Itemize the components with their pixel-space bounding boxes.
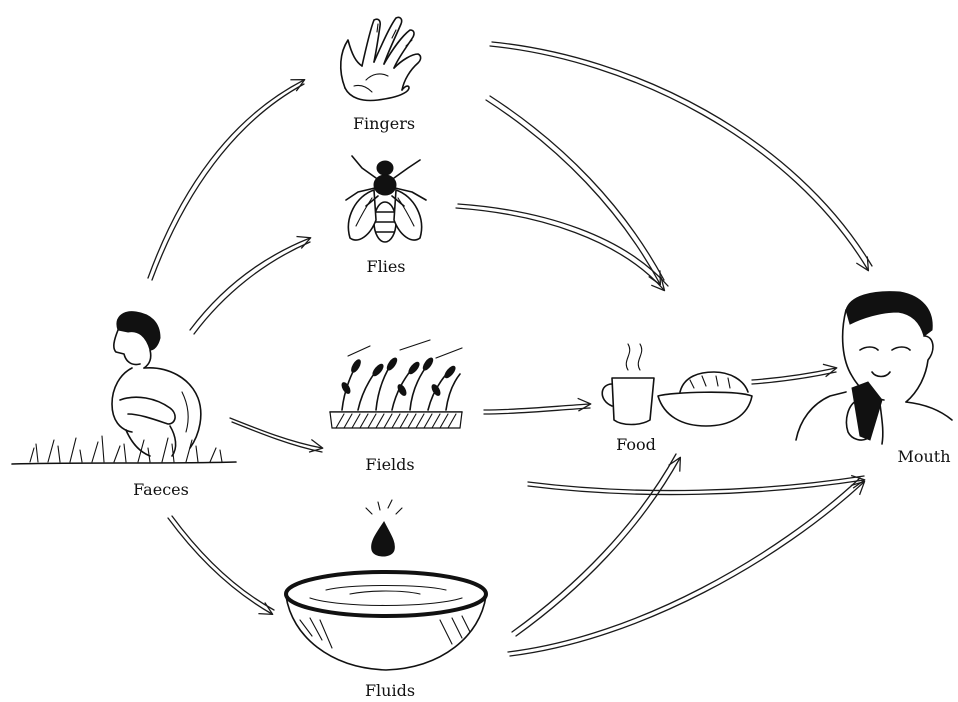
cup-icon: [601, 343, 655, 426]
bread-bowl-icon: [657, 371, 753, 427]
label-fluids: Fluids: [364, 681, 416, 700]
arrow-faeces-to-flies: [189, 235, 312, 335]
arrow-fluids-to-food: [511, 453, 682, 637]
arrow-faeces-to-fingers: [147, 78, 306, 281]
label-faeces: Faeces: [133, 480, 189, 499]
arrow-fields-to-mouth: [527, 474, 866, 496]
fluid-bowl-icon: [284, 570, 488, 671]
hand-icon: [339, 16, 422, 102]
label-fingers: Fingers: [352, 114, 416, 133]
label-mouth: Mouth: [897, 447, 951, 466]
field-crops-icon: [329, 339, 463, 429]
label-flies: Flies: [366, 257, 406, 276]
eating-person-icon: [795, 291, 953, 445]
grass-icon: [11, 435, 237, 465]
arrow-fields-to-food: [483, 397, 592, 415]
arrow-food-to-mouth: [751, 363, 838, 385]
label-fields: Fields: [365, 455, 415, 474]
label-food: Food: [616, 435, 656, 454]
arrow-faeces-to-fields: [229, 417, 324, 453]
arrow-fingers-to-mouth: [489, 41, 873, 272]
arrow-flies-to-food: [455, 203, 669, 292]
squatting-person-icon: [111, 311, 202, 457]
water-drop-icon: [365, 499, 403, 557]
fly-icon: [345, 155, 427, 243]
arrow-faeces-to-fluids: [167, 515, 275, 616]
arrow-fingers-to-food: [485, 95, 665, 286]
arrow-fluids-to-mouth: [507, 477, 866, 657]
